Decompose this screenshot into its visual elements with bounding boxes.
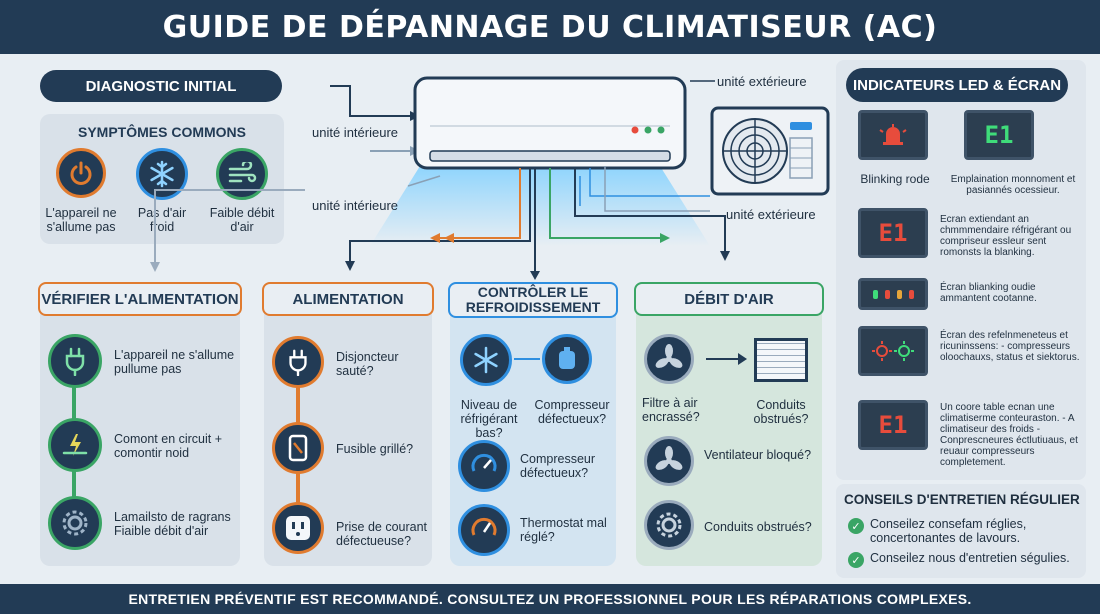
tip-item-0: Conseilez consefam réglies, concertonant… <box>870 517 1027 545</box>
label-outdoor-unit-bottom: unité extérieure <box>726 207 816 222</box>
filter-icon <box>754 338 808 382</box>
column-power: ALIMENTATION Disjoncteur sauté? Fusible … <box>262 282 434 566</box>
led-panel: INDICATEURS LED & ÉCRAN E1 Blinking rode… <box>836 60 1086 480</box>
wind-icon <box>216 148 268 200</box>
circuit-icon <box>48 418 102 472</box>
column-power-item-1: Fusible grillé? <box>336 442 414 456</box>
column-cooling-item-0: Niveau de réfrigérant bas? <box>460 398 518 440</box>
outlet-icon <box>272 502 324 554</box>
symptoms-title: SYMPTÔMES COMMONS <box>77 124 246 140</box>
symptom-label-2: Faible débit d'air <box>209 206 275 234</box>
led-dots-monitor <box>858 278 928 310</box>
column-airflow-item-3: Conduits obstrués? <box>704 520 812 534</box>
label-indoor-unit-top: unité intérieure <box>312 125 398 140</box>
fan-icon <box>644 436 694 486</box>
plug-icon <box>48 334 102 388</box>
plug-icon <box>272 336 324 388</box>
column-cooling-item-2: Compresseur défectueux? <box>520 452 596 480</box>
column-cooling-item-1: Compresseur défectueux? <box>534 398 610 426</box>
led-e1-green-code: E1 <box>984 121 1014 149</box>
led-e1-red-monitor: E1 <box>858 208 928 258</box>
column-airflow-item-2: Ventilateur bloqué? <box>704 448 812 462</box>
label-outdoor-unit-top: unité extérieure <box>717 74 807 89</box>
led-row-1-code: E1 <box>878 219 908 247</box>
diagnostic-pill: DIAGNOSTIC INITIAL <box>40 70 282 102</box>
led-row-1-text: Ecran extiendant an chmmmendaire réfrigé… <box>940 214 1072 258</box>
column-power-check-item-1: Comont en circuit + comontir noid <box>114 432 223 460</box>
tips-title: CONSEILS D'ENTRETIEN RÉGULIER <box>844 492 1080 507</box>
fuse-icon <box>272 422 324 474</box>
ac-diagram <box>330 76 830 280</box>
gear-icon <box>48 496 102 550</box>
column-cooling-item-3: Thermostat mal réglé? <box>520 516 607 544</box>
check-icon: ✓ <box>848 518 864 534</box>
led-row-0-right: Emplaination monnoment et pasiannés oces… <box>950 174 1076 196</box>
column-cooling: CONTRÔLER LE REFROIDISSEMENT Niveau de r… <box>448 282 618 566</box>
check-icon: ✓ <box>848 552 864 568</box>
led-sun-monitor <box>858 326 928 376</box>
column-airflow: DÉBIT D'AIR Filtre à air encrassé? Condu… <box>634 282 824 566</box>
led-row-2-text: Écran blianking oudie ammantent cootanne… <box>940 282 1037 304</box>
column-power-check-title: VÉRIFIER L'ALIMENTATION <box>38 282 242 316</box>
column-power-check-item-0: L'appareil ne s'allume pullume pas <box>114 348 235 376</box>
symptoms-panel: SYMPTÔMES COMMONS L'appareil ne s'allume… <box>40 114 284 244</box>
compressor-icon <box>542 334 592 384</box>
power-icon <box>56 148 106 198</box>
led-row-4-code: E1 <box>878 411 908 439</box>
arrow-to-power-column <box>150 189 305 272</box>
page-title: GUIDE DE DÉPANNAGE DU CLIMATISEUR (AC) <box>0 0 1100 54</box>
snowflake-icon <box>136 148 188 200</box>
tips-panel: CONSEILS D'ENTRETIEN RÉGULIER ✓ Conseile… <box>836 484 1086 578</box>
led-e1-red-monitor-2: E1 <box>858 400 928 450</box>
led-e1-green-monitor: E1 <box>964 110 1034 160</box>
column-power-item-0: Disjoncteur sauté? <box>336 350 399 378</box>
label-indoor-unit-bottom: unité intérieure <box>312 198 398 213</box>
column-cooling-title: CONTRÔLER LE REFROIDISSEMENT <box>448 282 618 318</box>
column-airflow-item-1: Conduits obstrués? <box>753 398 809 426</box>
footer-notice: ENTRETIEN PRÉVENTIF EST RECOMMANDÉ. CONS… <box>0 584 1100 614</box>
column-power-check-item-2: Lamailsto de ragrans Fiaible débit d'air <box>114 510 231 538</box>
fan-icon <box>644 334 694 384</box>
led-row-4-text: Un coore table ecnan une climatiserme co… <box>940 402 1078 468</box>
led-row-3-text: Écran des refelnmeneteus et ricuninssens… <box>940 330 1080 363</box>
snowflake-icon <box>460 334 512 386</box>
column-airflow-item-0: Filtre à air encrassé? <box>642 396 700 424</box>
tip-item-1: Conseilez nous d'entretien ségulies. <box>870 551 1070 565</box>
thermostat-icon <box>458 504 510 556</box>
column-airflow-title: DÉBIT D'AIR <box>634 282 824 316</box>
column-power-check: VÉRIFIER L'ALIMENTATION L'appareil ne s'… <box>38 282 242 566</box>
gear-icon <box>644 500 694 550</box>
column-power-item-2: Prise de courant défectueuse? <box>336 520 428 548</box>
column-power-title: ALIMENTATION <box>262 282 434 316</box>
led-alarm-monitor <box>858 110 928 160</box>
symptom-label-0: L'appareil ne s'allume pas <box>45 206 117 234</box>
led-row-0-left: Blinking rode <box>860 172 930 186</box>
gauge-icon <box>458 440 510 492</box>
led-panel-title: INDICATEURS LED & ÉCRAN <box>846 68 1068 102</box>
